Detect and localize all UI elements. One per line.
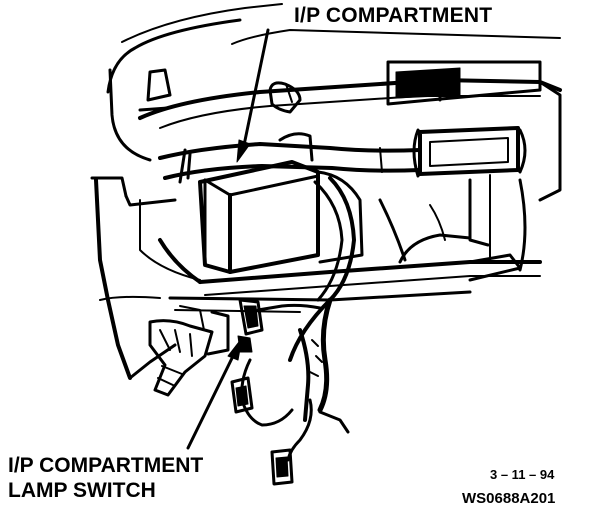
date-stamp: 3 – 11 – 94 [490,467,555,482]
right-vent-openings [386,60,542,272]
wiring-harness [240,176,356,462]
connectors [230,376,294,486]
instrument-panel-frame [90,3,283,380]
dash-top-edge [138,29,562,202]
lamp-switch-label: I/P COMPARTMENT LAMP SWITCH [8,453,203,503]
ip-compartment-box [198,160,364,274]
figure-code: WS0688A201 [462,490,556,507]
leader-arrow-compartment [236,28,270,163]
lamp-switch-label-line1: I/P COMPARTMENT [8,454,204,477]
leader-arrow-lamp-switch [186,337,243,450]
duct-hose [158,81,422,184]
lamp-switch-label-line2: LAMP SWITCH [8,479,156,502]
harness-bundle-left [148,305,230,397]
ip-compartment-label: I/P COMPARTMENT [294,4,493,27]
